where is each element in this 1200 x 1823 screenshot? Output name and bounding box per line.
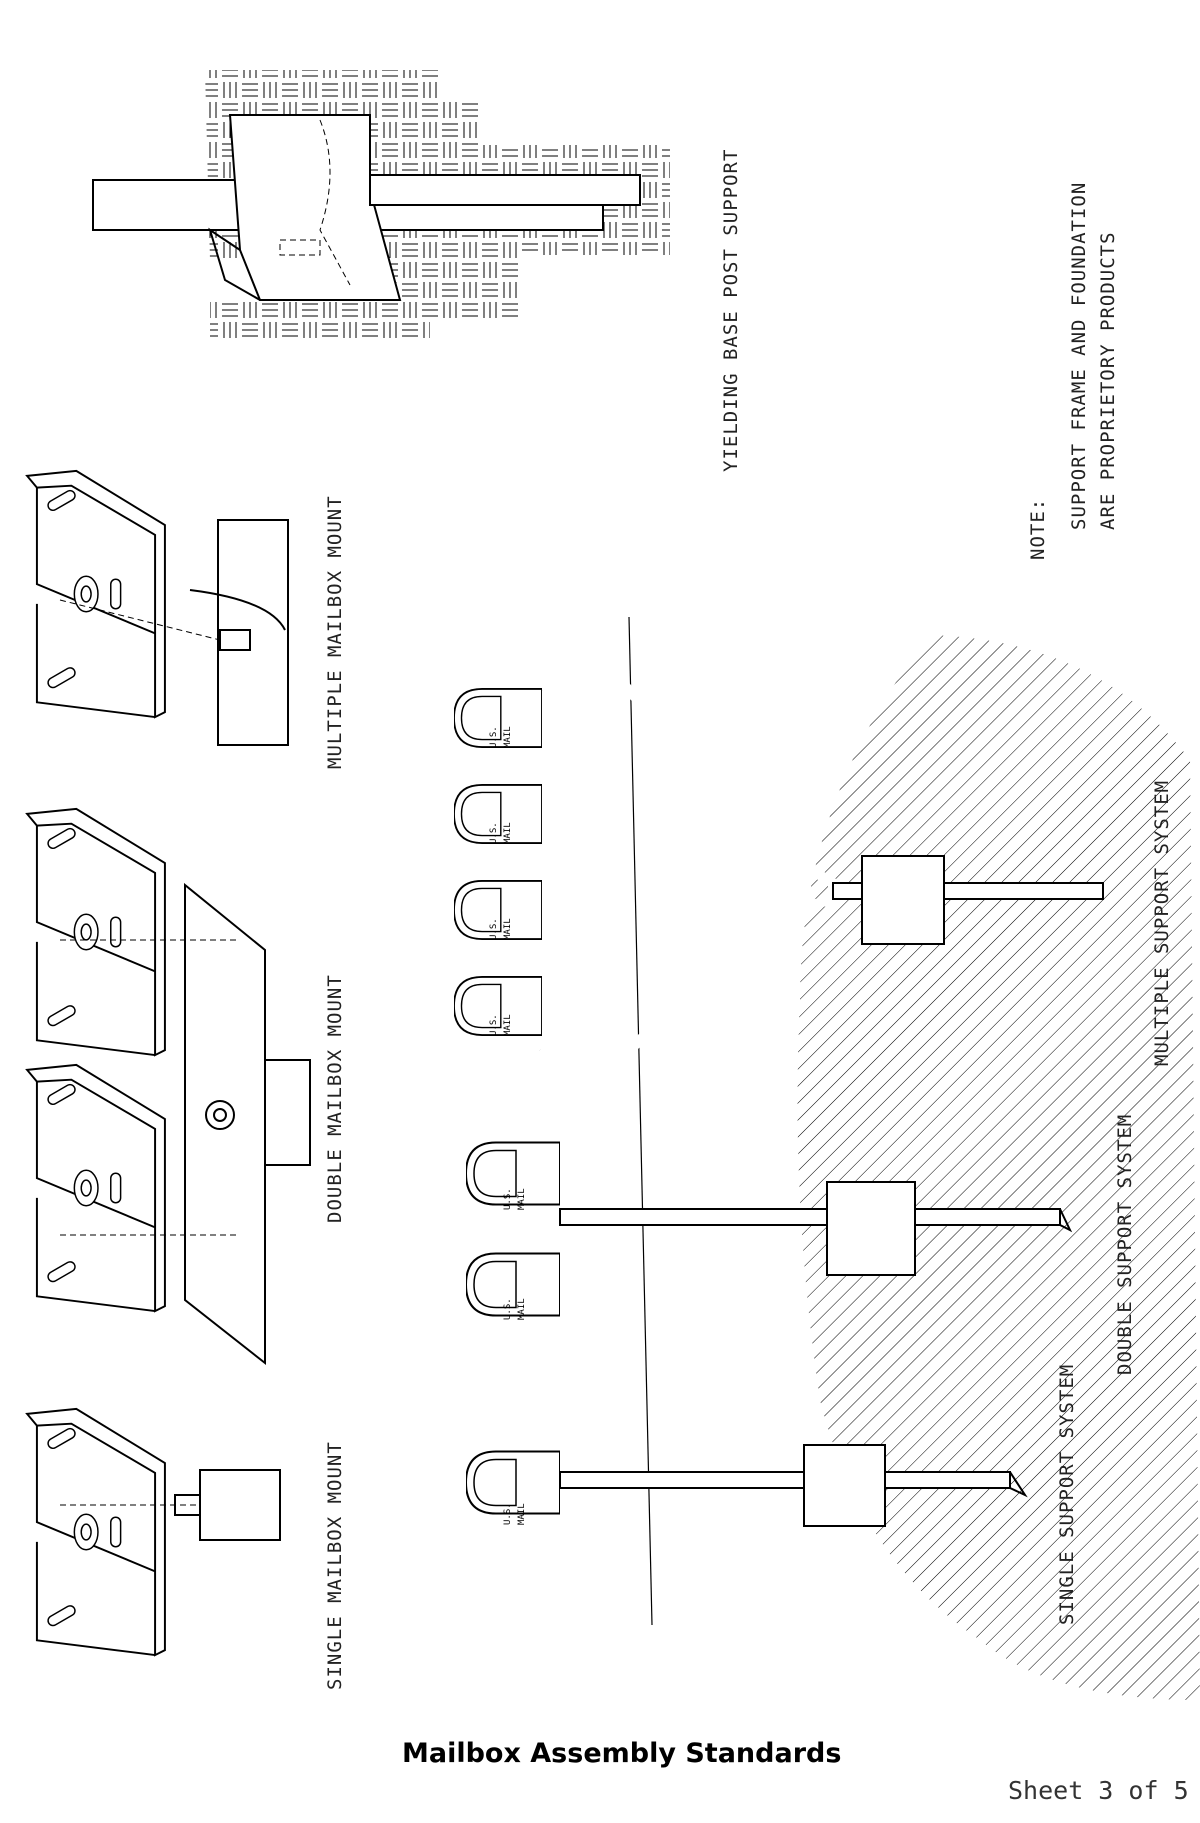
multiple-support-system-label: MULTIPLE SUPPORT SYSTEM bbox=[1151, 780, 1173, 1066]
sheet-title: Mailbox Assembly Standards bbox=[402, 1738, 842, 1769]
single-mailbox-mount-label: SINGLE MAILBOX MOUNT bbox=[324, 1441, 346, 1690]
mailbox-label: MAIL bbox=[517, 1298, 527, 1320]
note-line-1: SUPPORT FRAME AND FOUNDATION bbox=[1068, 182, 1090, 530]
multiple-support-system bbox=[454, 674, 1104, 1066]
mailbox-label: U.S. bbox=[503, 1503, 513, 1525]
multiple-mailbox-mount-detail bbox=[26, 469, 289, 746]
double-support-system bbox=[466, 1140, 1073, 1318]
mailbox-label: MAIL bbox=[503, 1014, 513, 1036]
mailbox-label: U.S. bbox=[503, 1298, 513, 1320]
single-mailbox-mount-detail bbox=[26, 1407, 281, 1657]
yielding-base-label: YIELDING BASE POST SUPPORT bbox=[720, 149, 742, 472]
mailbox-label: MAIL bbox=[503, 822, 513, 844]
sheet-number: Sheet 3 of 5 bbox=[1008, 1776, 1189, 1805]
mailbox-labels: U.S. MAIL U.S. MAIL U.S. MAIL U.S. MAIL … bbox=[489, 726, 527, 1525]
single-support-system bbox=[466, 1444, 1028, 1527]
mailbox-label: MAIL bbox=[517, 1503, 527, 1525]
mailbox-label: U.S. bbox=[489, 726, 499, 748]
multiple-mailbox-mount-label: MULTIPLE MAILBOX MOUNT bbox=[324, 495, 346, 769]
mailbox-label: U.S. bbox=[489, 918, 499, 940]
note-line-2: ARE PROPRIETORY PRODUCTS bbox=[1097, 231, 1119, 530]
mailbox-label: U.S. bbox=[503, 1188, 513, 1210]
mailbox-label: MAIL bbox=[503, 726, 513, 748]
ground-line bbox=[628, 616, 653, 1626]
mailbox-label: MAIL bbox=[503, 918, 513, 940]
double-mailbox-mount-detail bbox=[26, 807, 311, 1366]
mailbox-label: U.S. bbox=[489, 1014, 499, 1036]
double-mailbox-mount-label: DOUBLE MAILBOX MOUNT bbox=[324, 974, 346, 1223]
single-support-system-label: SINGLE SUPPORT SYSTEM bbox=[1056, 1364, 1078, 1625]
double-support-system-label: DOUBLE SUPPORT SYSTEM bbox=[1114, 1114, 1136, 1375]
note-heading: NOTE: bbox=[1027, 498, 1049, 560]
mailbox-label: U.S. bbox=[489, 822, 499, 844]
mailbox-label: MAIL bbox=[517, 1188, 527, 1210]
yielding-base-post-support-detail bbox=[92, 70, 670, 338]
